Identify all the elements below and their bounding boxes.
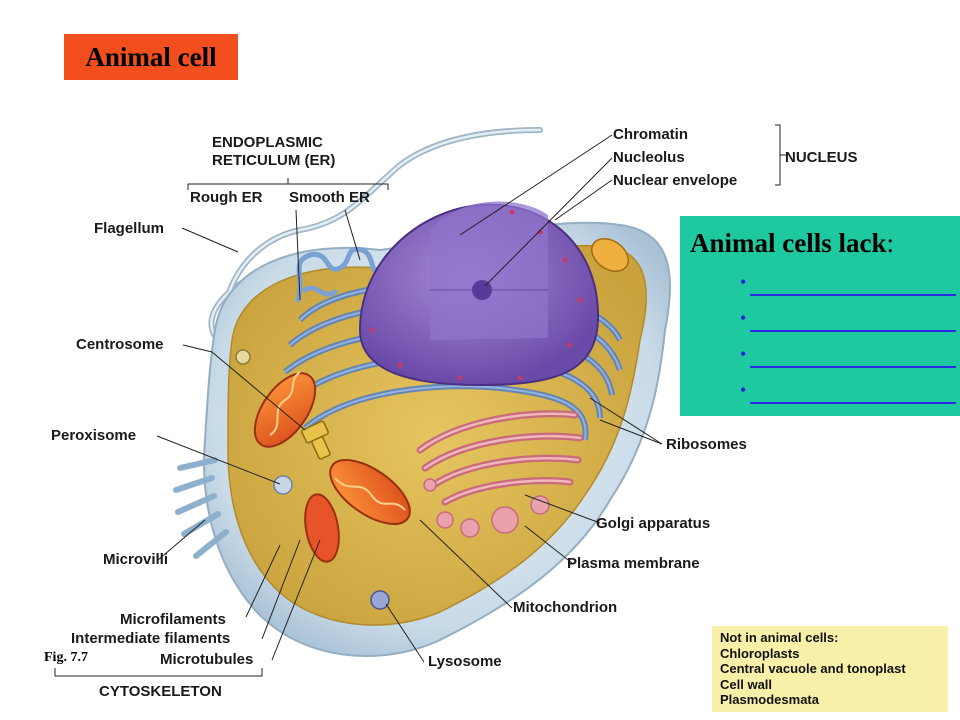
- note-item: Central vacuole and tonoplast: [720, 661, 906, 676]
- label-mitochondrion: Mitochondrion: [513, 599, 618, 616]
- bullet-icon: •: [740, 344, 747, 364]
- bullet-icon: •: [740, 272, 747, 292]
- label-golgi-apparatus: Golgi apparatus: [596, 515, 711, 532]
- label-microfilaments: Microfilaments: [120, 611, 226, 628]
- answer-blank[interactable]: [750, 402, 956, 404]
- label-er: ENDOPLASMIC: [212, 134, 323, 151]
- note-item: Plasmodesmata: [720, 692, 819, 707]
- label-rough-er: Rough ER: [190, 189, 263, 206]
- label-lysosome: Lysosome: [428, 653, 502, 670]
- lack-box-title: Animal cells lack:: [690, 228, 895, 258]
- label-smooth-er: Smooth ER: [289, 189, 370, 206]
- animal-cells-lack-box: Animal cells lack: • • • •: [680, 216, 960, 416]
- label-microtubules: Microtubules: [160, 651, 254, 668]
- label-centrosome: Centrosome: [76, 336, 164, 353]
- mitochondria-shapes: [253, 371, 411, 563]
- centrosome-shape: [301, 420, 331, 460]
- answer-blank[interactable]: [750, 366, 956, 368]
- label-nucleus: NUCLEUS: [785, 149, 858, 166]
- answer-blank[interactable]: [750, 294, 956, 296]
- label-plasma-membrane: Plasma membrane: [567, 555, 700, 572]
- not-in-animal-cells-note: Not in animal cells: Chloroplasts Centra…: [712, 626, 948, 712]
- page-title: Animal cell: [64, 34, 238, 80]
- label-flagellum: Flagellum: [94, 220, 165, 237]
- label-ribosomes: Ribosomes: [666, 436, 747, 453]
- answer-blank[interactable]: [750, 330, 956, 332]
- label-nuclear-envelope: Nuclear envelope: [613, 172, 738, 189]
- label-peroxisome: Peroxisome: [51, 427, 137, 444]
- label-nucleolus: Nucleolus: [613, 149, 685, 166]
- label-microvilli: Microvilli: [103, 551, 169, 568]
- figure-reference: Fig. 7.7: [44, 650, 88, 665]
- bullet-icon: •: [740, 380, 747, 400]
- note-heading: Not in animal cells:: [720, 630, 839, 645]
- note-item: Chloroplasts: [720, 645, 800, 661]
- bullet-icon: •: [740, 308, 747, 328]
- label-chromatin: Chromatin: [613, 126, 688, 143]
- label-cytoskeleton: CYTOSKELETON: [99, 683, 222, 700]
- note-item: Cell wall: [720, 676, 773, 692]
- label-intermediate-filaments: Intermediate filaments: [71, 630, 231, 647]
- label-er-2: RETICULUM (ER): [212, 152, 336, 169]
